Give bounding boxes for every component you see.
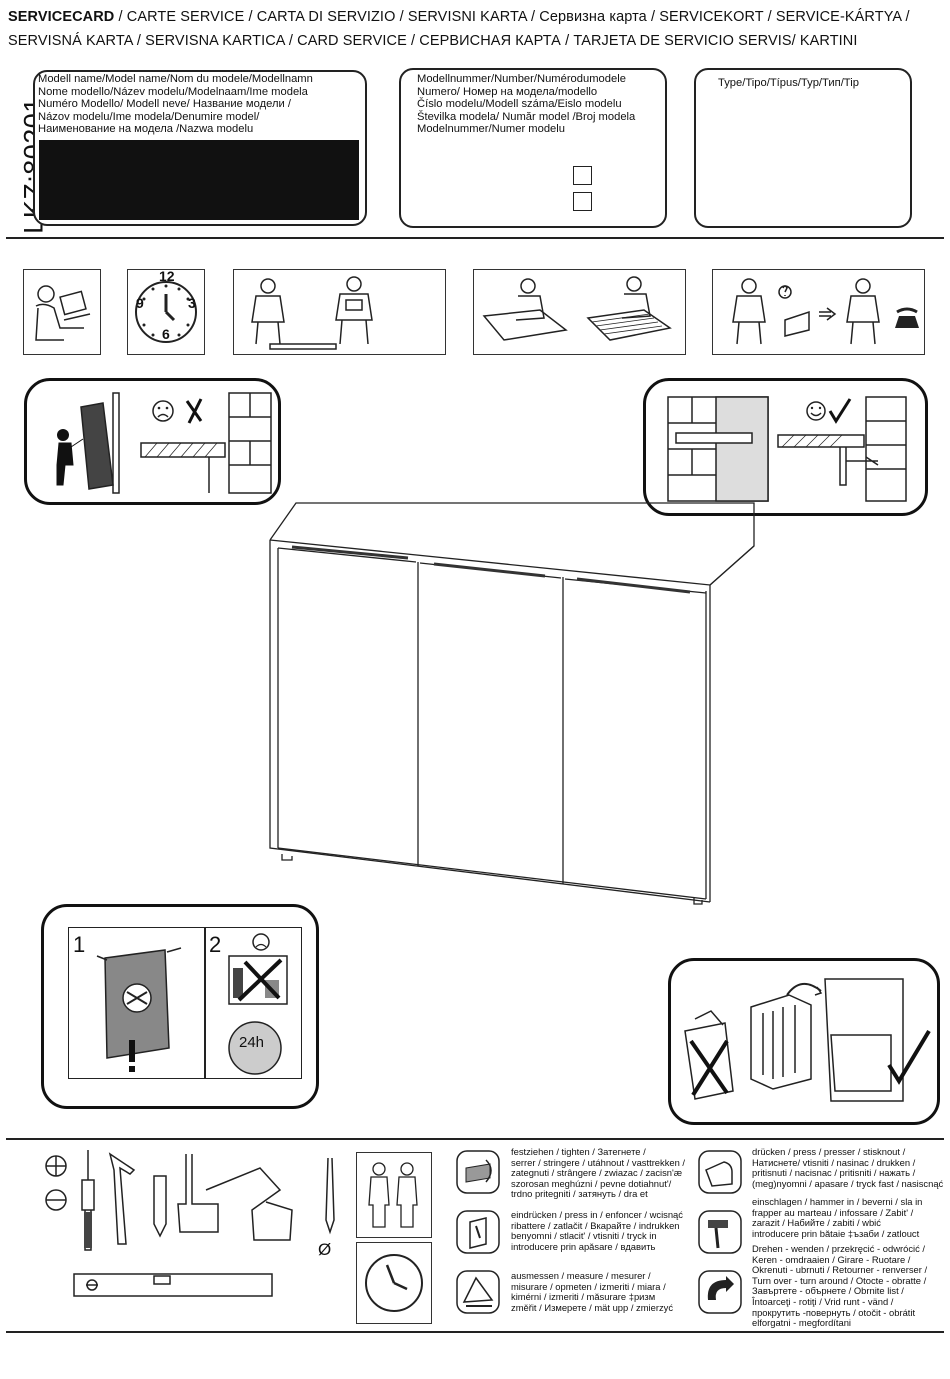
door-handle-middle xyxy=(433,562,546,578)
peel-film-icon xyxy=(96,947,182,1072)
measure-text: ausmessen / measure / mesurer / misurare… xyxy=(511,1270,674,1313)
header-line-1-rest: / CARTE SERVICE / CARTA DI SERVIZIO / SE… xyxy=(114,9,910,25)
door-handle-left xyxy=(291,545,409,560)
no-cleaning-agents-icon xyxy=(228,933,288,1075)
clock-icon xyxy=(135,281,197,343)
diameter-symbol: Ø xyxy=(318,1240,332,1259)
clock-number-3: 3 xyxy=(188,295,196,311)
press-in-icon xyxy=(456,1210,500,1254)
clock-number-12: 12 xyxy=(159,268,175,284)
bottom-divider-bottom xyxy=(6,1331,944,1333)
servicecard-title: SERVICECARD xyxy=(8,9,115,25)
top-divider xyxy=(6,237,944,239)
keep-instructions-panel xyxy=(668,958,940,1125)
press-text: drücken / press / presser / stisknout / … xyxy=(752,1146,944,1189)
protective-film-step: 1 xyxy=(68,927,206,1079)
header-line-2: SERVISNÁ KARTA / SERVISNA KARTICA / CARD… xyxy=(8,33,858,49)
time-panel: 12 3 6 9 xyxy=(127,268,205,355)
two-person-carry-panel xyxy=(233,269,446,355)
clock-number-9: 9 xyxy=(136,295,144,311)
press-in-text: eindrücken / press in / enfoncer / wcisn… xyxy=(511,1209,683,1252)
protective-surface-icon xyxy=(482,276,672,341)
wall-anchor-icon xyxy=(667,396,907,502)
step-number-2: 2 xyxy=(209,932,222,957)
step-number-1: 1 xyxy=(73,932,86,957)
reading-person-icon xyxy=(35,285,91,341)
care-instructions-panel: 1 2 24h xyxy=(41,904,319,1109)
two-persons-panel xyxy=(356,1152,432,1238)
assembly-time-panel xyxy=(356,1242,432,1324)
two-persons-icon xyxy=(368,1162,418,1228)
press-icon xyxy=(698,1150,742,1194)
assembly-clock-icon xyxy=(365,1254,423,1312)
hammer-icon xyxy=(698,1210,742,1254)
read-instructions-panel xyxy=(23,269,101,355)
model-number-box: Modellnummer/Number/Numérodumodele Numer… xyxy=(399,68,667,228)
no-chemicals-step: 2 24h xyxy=(204,927,302,1079)
turn-over-icon xyxy=(698,1270,742,1314)
type-label: Type/Tipo/Típus/Typ/Тип/Tip xyxy=(718,77,859,89)
clock-number-6: 6 xyxy=(162,326,170,342)
turn-text: Drehen - wenden / przekręcić - odwrócić … xyxy=(752,1243,928,1329)
hammer-text: einschlagen / hammer in / beverni / sla … xyxy=(752,1196,923,1239)
tighten-icon xyxy=(456,1150,500,1194)
bottom-divider-top xyxy=(6,1138,944,1140)
checkbox-1[interactable] xyxy=(573,166,592,185)
measure-icon xyxy=(456,1270,500,1314)
dry-time-label: 24h xyxy=(239,1034,265,1051)
door-handle-right xyxy=(576,577,691,594)
contact-service-panel xyxy=(712,269,925,355)
two-persons-carrying-icon xyxy=(251,276,373,350)
model-number-label: Modellnummer/Number/Numérodumodele Numer… xyxy=(417,73,636,136)
work-surface-panel xyxy=(473,269,686,355)
tipping-furniture-icon xyxy=(56,392,272,494)
model-name-box: Modell name/Model name/Nom du modele/Mod… xyxy=(33,70,367,226)
file-instructions-icon xyxy=(684,978,931,1102)
missing-parts-call-icon xyxy=(732,278,919,345)
checkbox-2[interactable] xyxy=(573,192,592,211)
header-line-1: SERVICECARD / CARTE SERVICE / CARTA DI S… xyxy=(8,9,910,25)
model-name-label: Modell name/Model name/Nom du modele/Mod… xyxy=(38,73,313,136)
wall-fix-wrong-panel xyxy=(24,378,281,505)
type-box: Type/Tipo/Típus/Typ/Тип/Tip xyxy=(694,68,912,228)
model-name-redaction xyxy=(39,140,359,220)
wall-fix-correct-panel xyxy=(643,378,928,516)
tighten-text: festziehen / tighten / Затегнете / serre… xyxy=(511,1146,686,1200)
tools-drawing xyxy=(45,1150,335,1297)
